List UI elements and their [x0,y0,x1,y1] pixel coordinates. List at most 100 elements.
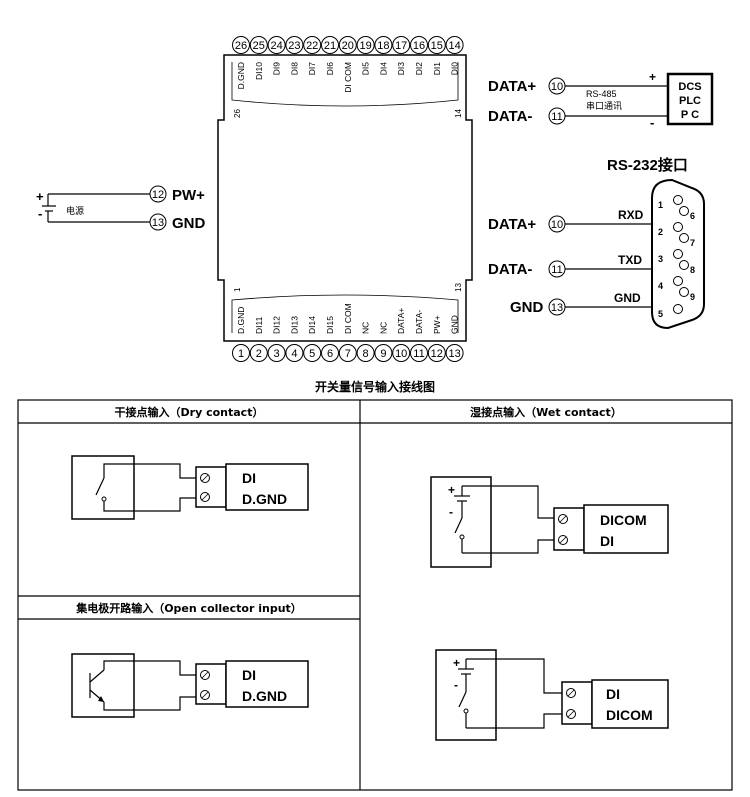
bottom-left-index: 1 [233,287,242,292]
bottom-pin-number: 4 [291,348,297,360]
bottom-pin-circle [356,344,375,362]
bottom-pin-number: 9 [380,348,386,360]
top-pin-number: 21 [324,40,336,52]
top-label: DI1 [432,62,442,76]
bottom-label: DI14 [307,316,317,334]
bottom-pin-circle [303,344,322,362]
wet2-plus: + [453,656,460,670]
bottom-label: DATA+ [396,308,406,334]
dry-contact-diagram: DI D.GND [71,455,309,520]
power-label: 电源 [66,205,84,217]
bottom-pin-number: 6 [327,348,333,360]
bottom-pin-number: 5 [309,348,315,360]
bottom-pin-circle [267,344,286,362]
rs485-minus: - [650,115,654,130]
rs232-gnd-pin: 13 [551,302,563,314]
txd-label: TXD [618,253,642,267]
top-label: DI0 [450,62,460,76]
top-pin-number: 16 [413,40,425,52]
top-pin-circle [410,36,428,54]
top-pin-circle [338,36,357,54]
device-line-3: P C [681,109,699,121]
top-pin-number: 26 [235,40,247,52]
bottom-pin-number: 11 [413,348,424,360]
pw-label: PW+ [172,187,205,204]
rs232-data-minus-pin: 11 [551,264,562,276]
wiring-table: 干接点输入（Dry contact） 湿接点输入（Wet contact） 集电… [17,399,733,791]
bottom-pin-number: 12 [431,348,443,360]
rs232-gnd-text: GND [614,291,641,305]
top-pin-circle [427,36,446,54]
bottom-pin-number: 2 [256,348,262,360]
bottom-pin-circle [321,344,339,362]
top-pin-circle [232,36,250,54]
bottom-label: DI12 [272,316,282,334]
bottom-label: DI COM [343,303,353,334]
bottom-pin-circle [249,344,268,362]
db9-pin-hole [673,304,683,314]
rs232-gnd-label: GND [510,299,544,316]
top-label: DI6 [325,62,335,76]
wet-contact-diagram-1: + - DICOM DI [430,476,669,568]
db9-pin-hole [673,222,683,232]
bottom-pin-circle [374,344,393,362]
bottom-label: DI15 [325,316,335,334]
rs485-data-plus-label: DATA+ [488,78,536,95]
db9-pin-hole [673,249,683,259]
rs485-data-minus-pin: 11 [551,111,562,123]
wet-contact-title: 湿接点输入（Wet contact） [470,405,622,419]
power-minus: - [38,206,42,221]
bottom-pin-circle [338,344,357,362]
rs232-data-plus-label: DATA+ [488,216,536,233]
bottom-label: DI11 [254,316,264,334]
wet1-minus: - [449,505,453,519]
top-pin-number: 19 [359,40,371,52]
bottom-label: NC [361,322,371,334]
top-pin-number: 24 [270,40,282,52]
top-pin-circle [445,36,464,54]
top-pin-number: 20 [342,40,354,52]
top-pin-number: 23 [288,40,300,52]
top-pin-circle [303,36,322,54]
top-label: DI COM [343,62,353,93]
rs485-plus: + [649,70,656,84]
bottom-label: DI13 [289,316,299,334]
bottom-pin-number: 3 [274,348,280,360]
bottom-pin-number: 13 [448,348,460,360]
top-pin-number: 15 [431,40,443,52]
rs232-title: RS-232接口 [607,156,688,174]
device-line-2: PLC [679,95,701,107]
bottom-label: NC [378,322,388,334]
bottom-right-index: 13 [454,283,463,292]
top-pin-number: 22 [306,40,318,52]
top-label: DI2 [414,62,424,76]
device-line-1: DCS [678,81,701,93]
db9-pin-hole [673,195,683,205]
db9-pin-hole [673,276,683,286]
gnd-pin: 13 [152,217,164,229]
top-label: DI4 [378,62,388,76]
rs485-bus-desc: 串口通讯 [586,101,622,112]
power-connection: + - 电源 12 PW+ 13 GND [36,185,206,232]
db9-pin-number: 9 [690,292,695,302]
open-collector-title: 集电极开路输入（Open collector input） [75,601,302,615]
top-pin-circle [374,36,393,54]
db9-pin-number: 2 [658,227,663,237]
top-label: DI5 [361,62,371,76]
dry-term-2: D.GND [242,491,287,507]
db9-pin-number: 3 [658,254,663,264]
dry-contact-title: 干接点输入（Dry contact） [115,405,264,419]
db9-pin-hole [679,233,689,243]
bottom-pin-circle [232,344,250,362]
db9-pin-number: 7 [690,238,695,248]
rs232-data-minus-label: DATA- [488,261,532,278]
bottom-label: GND [450,315,460,334]
rs485-data-minus-label: DATA- [488,108,532,125]
top-label: DI7 [307,62,317,76]
bottom-label: PW+ [432,315,442,334]
